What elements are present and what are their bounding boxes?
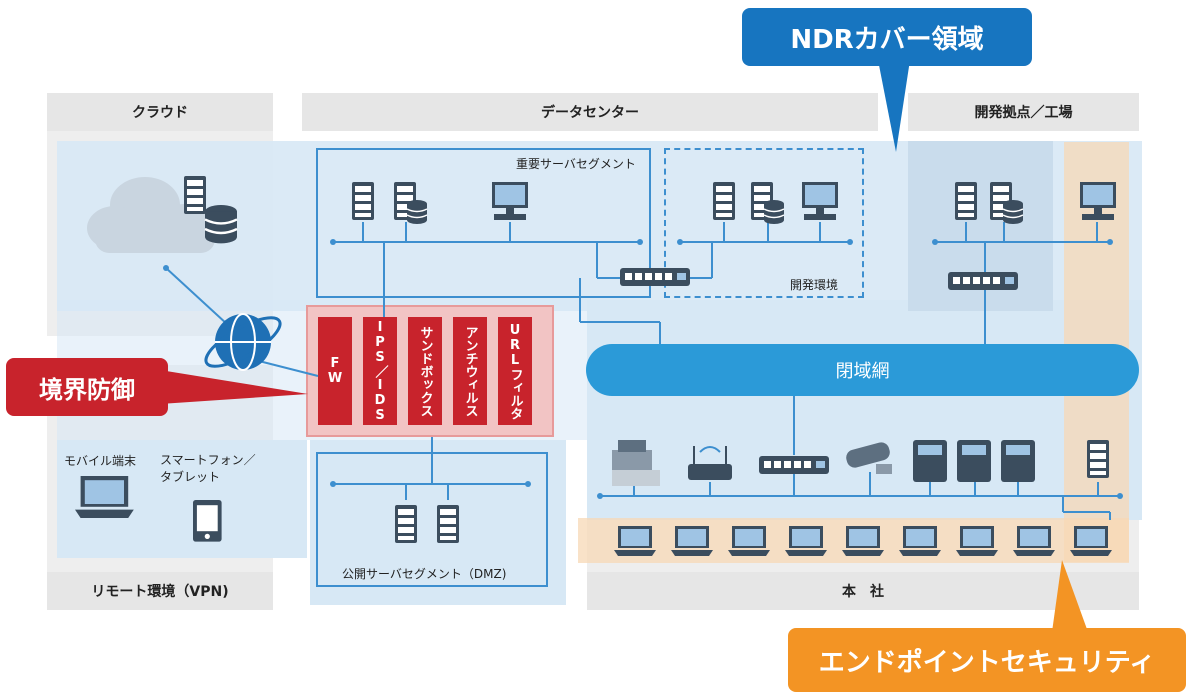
wifi-router-icon [688, 446, 732, 480]
important-server-segment-label: 重要サーバセグメント [516, 157, 636, 171]
zone-datacenter-header: データセンター [302, 93, 878, 131]
endpoint-callout: エンドポイントセキュリティ [788, 628, 1186, 692]
perimeter-callout: 境界防御 [6, 358, 168, 416]
mobile-device-label: モバイル端末 [64, 454, 137, 468]
ndr-callout-label: NDRカバー領域 [790, 24, 984, 55]
smartphone-label: スマートフォン／タブレット [160, 452, 260, 486]
endpoint-callout-label: エンドポイントセキュリティ [818, 647, 1156, 678]
zone-hq-header: 本 社 [587, 572, 1139, 610]
dmz-segment-label: 公開サーバセグメント（DMZ) [342, 567, 507, 581]
dev-env-segment-box [664, 148, 864, 298]
perimeter-item-fw: FW [318, 317, 352, 425]
perimeter-item-ips-ids: IPS／IDS [363, 317, 397, 425]
zone-remote-header: リモート環境（VPN) [47, 572, 273, 610]
ip-phone-icons [913, 440, 1035, 482]
zone-dev-site-header: 開発拠点／工場 [908, 93, 1139, 131]
closed-network-label: 閉域網 [835, 361, 890, 382]
internet-globe-icon [204, 313, 282, 371]
closed-network: 閉域網 [586, 344, 1139, 396]
perimeter-item-url-filter: URLフィルタ [498, 317, 532, 425]
dev-env-segment-label: 開発環境 [790, 278, 839, 292]
multifunction-printer-icon [612, 440, 660, 486]
perimeter-callout-label: 境界防御 [39, 375, 135, 404]
perimeter-item-sandbox: サンドボックス [408, 317, 442, 425]
perimeter-callout-pointer [160, 370, 308, 404]
endpoint-callout-pointer [1052, 560, 1088, 632]
perimeter-item-antivirus: アンチウィルス [453, 317, 487, 425]
ndr-coverage-area-right [587, 300, 1142, 520]
security-camera-icon [846, 442, 892, 474]
important-server-segment-box [316, 148, 651, 298]
ndr-callout-pointer [878, 60, 910, 152]
smartphone-label-text: スマートフォン／タブレット [160, 453, 256, 484]
ndr-callout: NDRカバー領域 [742, 8, 1032, 66]
zone-cloud-header: クラウド [47, 93, 273, 131]
cloud-icon [87, 177, 215, 253]
